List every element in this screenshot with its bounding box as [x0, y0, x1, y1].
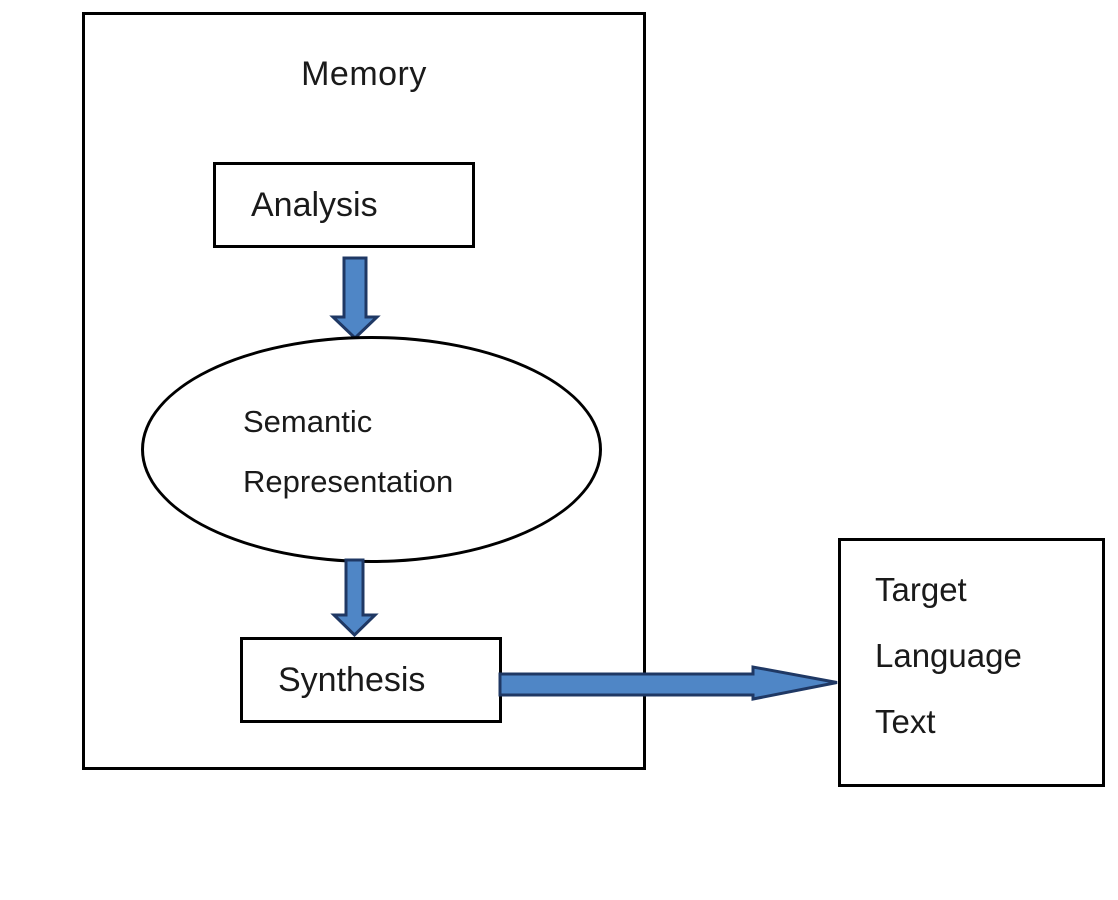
right-arrow-synthesis-to-target-icon — [498, 665, 838, 701]
memory-title: Memory — [301, 55, 427, 93]
semantic-representation-label: Semantic Representation — [243, 392, 453, 512]
synthesis-node: Synthesis — [240, 637, 502, 723]
semantic-label-line2: Representation — [243, 464, 454, 499]
analysis-label: Analysis — [251, 185, 378, 224]
down-arrow-semantic-to-synthesis-icon — [330, 558, 379, 638]
semantic-representation-node — [141, 336, 602, 563]
target-language-text-node: Target Language Text — [838, 538, 1105, 787]
down-arrow-analysis-to-semantic-icon — [329, 256, 381, 341]
memory-container-box — [82, 12, 646, 770]
target-label-line3: Text — [875, 703, 936, 740]
semantic-label-line1: Semantic — [243, 404, 373, 439]
target-label-line2: Language — [875, 637, 1022, 674]
analysis-node: Analysis — [213, 162, 475, 248]
target-label-line1: Target — [875, 571, 967, 608]
synthesis-label: Synthesis — [278, 660, 426, 699]
